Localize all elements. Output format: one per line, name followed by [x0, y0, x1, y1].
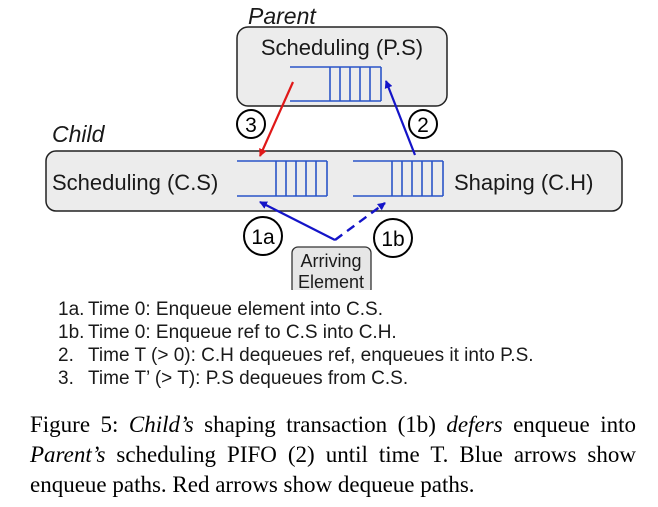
enqueue-arrow-1a — [259, 201, 336, 241]
step-text: Time T (> 0): C.H dequeues ref, enqueues… — [88, 345, 534, 366]
step-3: 3. Time T’ (> T): P.S dequeues from C.S. — [58, 367, 648, 390]
step-1b: 1b. Time 0: Enqueue ref to C.S into C.H. — [58, 321, 648, 344]
parent-label: Parent — [248, 3, 317, 29]
child-label: Child — [52, 121, 106, 147]
caption-defers: defers — [446, 412, 503, 437]
step-marker-2: 2 — [408, 109, 438, 139]
step-text: Time T’ (> T): P.S dequeues from C.S. — [88, 368, 409, 389]
step-marker-3-text: 3 — [245, 114, 257, 137]
caption-rest: scheduling PIFO (2) until time T. Blue a… — [30, 442, 636, 497]
child-scheduling-pifo — [237, 160, 328, 197]
step-marker-1a: 1a — [243, 216, 283, 256]
caption-child: Child’s — [128, 412, 194, 437]
enqueue-arrow-1b — [334, 202, 386, 241]
step-2: 2. Time T (> 0): C.H dequeues ref, enque… — [58, 344, 648, 367]
arriving-element-box — [291, 246, 372, 290]
parent-pifo-queue — [290, 66, 382, 102]
step-number: 1b. — [58, 322, 85, 343]
child-shaping-label: Shaping (C.H) — [454, 170, 593, 195]
child-box — [45, 150, 623, 212]
step-number: 3. — [58, 368, 74, 389]
caption-mid1: shaping transaction (1b) — [193, 412, 447, 437]
pifo-diagram: Parent Scheduling (P.S) Child Scheduling… — [45, 3, 623, 290]
parent-scheduler-label: Scheduling (P.S) — [261, 35, 423, 60]
step-marker-1a-text: 1a — [251, 226, 275, 249]
step-marker-3: 3 — [236, 109, 266, 139]
step-marker-1b-text: 1b — [381, 228, 404, 251]
step-number: 1a. — [58, 299, 85, 320]
dequeue-arrow-3 — [258, 81, 295, 157]
step-1a: 1a. Time 0: Enqueue element into C.S. — [58, 298, 648, 321]
figure-caption: Figure 5: Child’s shaping transaction (1… — [30, 410, 636, 500]
step-number: 2. — [58, 345, 74, 366]
arriving-element-line1: Arriving — [300, 251, 361, 271]
child-scheduling-label: Scheduling (C.S) — [52, 170, 218, 195]
step-list: 1a. Time 0: Enqueue element into C.S. 1b… — [58, 298, 648, 390]
enqueue-arrow-2 — [384, 80, 417, 156]
caption-prefix: Figure 5: — [30, 412, 129, 437]
step-text: Time 0: Enqueue element into C.S. — [88, 299, 384, 320]
caption-mid2: enqueue into — [502, 412, 636, 437]
step-marker-2-text: 2 — [417, 114, 429, 137]
arriving-element-line2: Element — [298, 272, 364, 290]
child-shaping-pifo — [353, 160, 444, 197]
step-text: Time 0: Enqueue ref to C.S into C.H. — [88, 322, 397, 343]
caption-parent: Parent’s — [30, 442, 106, 467]
step-marker-1b: 1b — [373, 218, 413, 258]
